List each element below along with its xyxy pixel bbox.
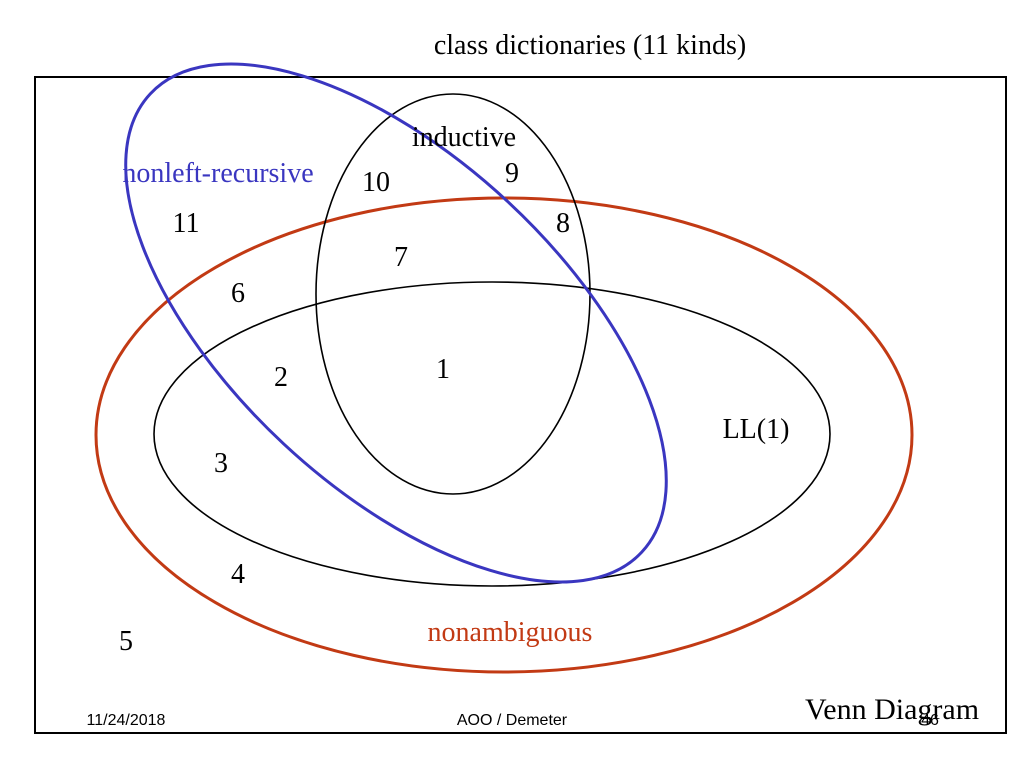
region-label-10: 10 (362, 167, 390, 198)
nonleft-recursive-label: nonleft-recursive (122, 158, 313, 189)
venn-diagram-caption: Venn Diagram (805, 693, 979, 726)
ll1-label: LL(1) (723, 414, 790, 445)
diagram-frame (34, 76, 1007, 734)
region-label-4: 4 (231, 559, 245, 590)
region-label-1: 1 (436, 354, 450, 385)
nonleft-recursive-set-ellipse (124, 62, 668, 584)
region-label-3: 3 (214, 448, 228, 479)
inductive-label: inductive (412, 122, 516, 153)
footer-page-number: 46 (921, 712, 939, 729)
ll1-set-ellipse (153, 281, 831, 587)
nonambiguous-label: nonambiguous (428, 617, 593, 648)
region-label-2: 2 (274, 362, 288, 393)
footer-date: 11/24/2018 (87, 712, 166, 729)
region-label-5: 5 (119, 626, 133, 657)
nonambiguous-set-ellipse (94, 196, 914, 674)
region-label-9: 9 (505, 158, 519, 189)
region-label-8: 8 (556, 208, 570, 239)
region-label-6: 6 (231, 278, 245, 309)
region-label-11: 11 (173, 208, 200, 239)
region-label-7: 7 (394, 242, 408, 273)
slide-title: class dictionaries (11 kinds) (434, 30, 746, 61)
footer-course: AOO / Demeter (457, 712, 568, 729)
